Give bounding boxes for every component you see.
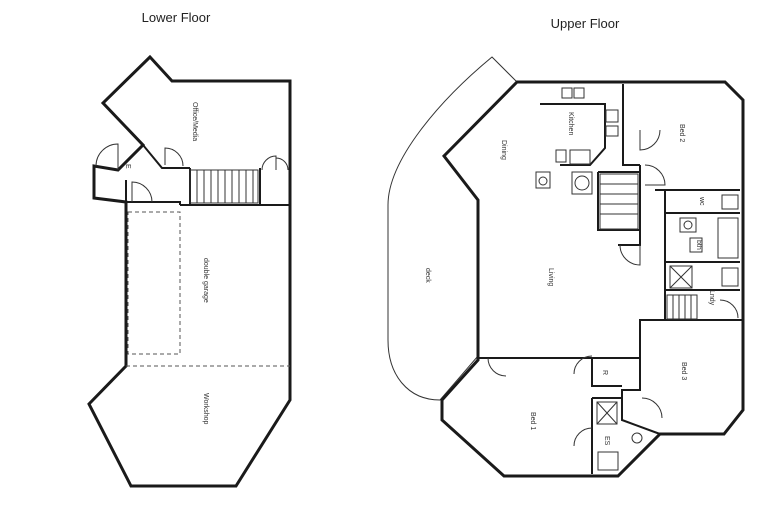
- room-label-bed2: Bed 2: [678, 124, 685, 142]
- office-wall: [142, 144, 190, 169]
- room-label-office-media: Office/Media: [191, 102, 198, 141]
- bed1-door: [573, 355, 593, 375]
- lower-floor-plan: Lower Floor Office/Media E double garage…: [87, 10, 292, 488]
- room-label-robe: R: [601, 370, 608, 375]
- deck-outline: [387, 56, 518, 401]
- lower-floor-outline: [87, 54, 292, 488]
- wet-area-wall: [664, 190, 740, 320]
- room-label-entry: E: [124, 164, 131, 169]
- room-label-deck: deck: [424, 268, 431, 283]
- bath-door: [619, 244, 641, 266]
- hall-door: [644, 164, 666, 186]
- entry-wall: [125, 180, 181, 205]
- bed1-bed3-wall: [621, 358, 661, 435]
- room-label-living: Living: [547, 268, 554, 286]
- upper-floor-plan: Upper Floor: [387, 16, 745, 478]
- room-label-bed3: Bed 3: [680, 362, 687, 380]
- bed2-door: [639, 129, 661, 151]
- lower-floor-title: Lower Floor: [142, 10, 211, 25]
- bed3-door: [641, 397, 663, 419]
- room-label-kitchen: Kitchen: [567, 112, 574, 135]
- room-label-bed1: Bed 1: [529, 412, 536, 430]
- lower-stairs: [189, 169, 259, 204]
- garage-access-door: [131, 181, 153, 203]
- upper-stairs: [599, 173, 698, 320]
- side-door-lower: [275, 157, 289, 171]
- room-label-workshop: Workshop: [202, 393, 209, 424]
- hall-wall-left: [618, 165, 641, 246]
- ensuite-wall: [591, 397, 622, 474]
- living-bottom-wall: [478, 319, 665, 359]
- entry-door: [95, 143, 119, 170]
- robe-wall: [591, 358, 622, 387]
- kitchen-fixtures: [535, 87, 619, 195]
- room-label-bathroom: bth: [695, 240, 702, 250]
- living-deck-door: [487, 357, 507, 377]
- office-door: [164, 147, 184, 167]
- room-label-dining: Dining: [500, 140, 507, 160]
- kitchen-bed2-wall: [622, 84, 640, 166]
- ensuite-door: [573, 427, 593, 447]
- upper-floor-outline: [440, 80, 745, 478]
- side-door-upper: [261, 155, 277, 171]
- room-label-ensuite: ES: [603, 436, 610, 446]
- laundry-door: [719, 299, 739, 319]
- car-space-outline: [127, 211, 181, 355]
- room-label-double-garage: double garage: [202, 258, 209, 303]
- room-label-wc: wc: [698, 196, 705, 206]
- room-label-laundry: Lndy: [708, 290, 715, 306]
- upper-floor-title: Upper Floor: [551, 16, 620, 31]
- bathroom-fixtures: [596, 194, 739, 471]
- stair-wall-upper: [597, 171, 640, 231]
- kitchen-island: [540, 103, 606, 166]
